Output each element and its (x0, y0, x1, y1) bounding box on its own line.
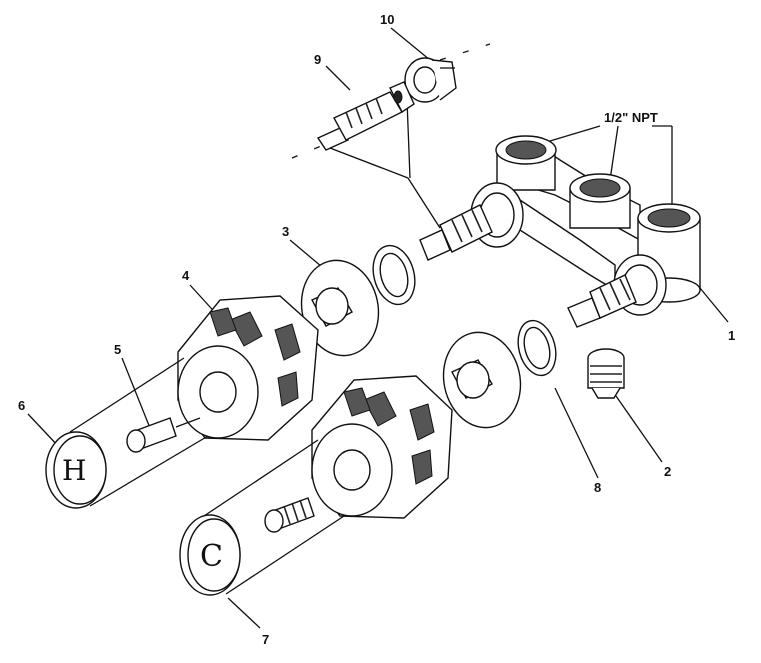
label-part-4: 4 (182, 268, 190, 283)
part-6-cap: H (45, 431, 107, 509)
part-5-screw (126, 417, 201, 453)
label-part-9: 9 (314, 52, 321, 67)
right-seat-cartridge (567, 274, 637, 328)
left-seat-cartridge (419, 204, 493, 261)
lower-screw (264, 497, 315, 533)
part-10-collar (404, 57, 457, 103)
label-part-10: 10 (380, 12, 394, 27)
label-part-3: 3 (282, 224, 289, 239)
part-8-washer (517, 319, 557, 377)
part-4-handle (177, 295, 319, 441)
part-labels: 10 9 1/2" NPT 3 4 1 5 6 2 8 7 (18, 12, 735, 647)
cap-c-mark: C (200, 539, 223, 574)
label-part-5: 5 (114, 342, 121, 357)
upper-washer (372, 244, 416, 306)
part-1-valve-body (470, 135, 701, 316)
label-part-6: 6 (18, 398, 25, 413)
part-3-flange (300, 259, 380, 357)
label-part-7: 7 (262, 632, 269, 647)
label-part-8: 8 (594, 480, 601, 495)
lower-handle (311, 375, 453, 519)
lower-flange (442, 331, 522, 429)
part-2-plug (587, 348, 625, 399)
part-7-cap: C (179, 514, 241, 596)
label-part-2: 2 (664, 464, 671, 479)
label-part-1: 1 (728, 328, 735, 343)
label-npt: 1/2" NPT (604, 110, 658, 125)
cap-h-mark: H (62, 454, 86, 487)
part-9-cartridge (316, 81, 415, 151)
